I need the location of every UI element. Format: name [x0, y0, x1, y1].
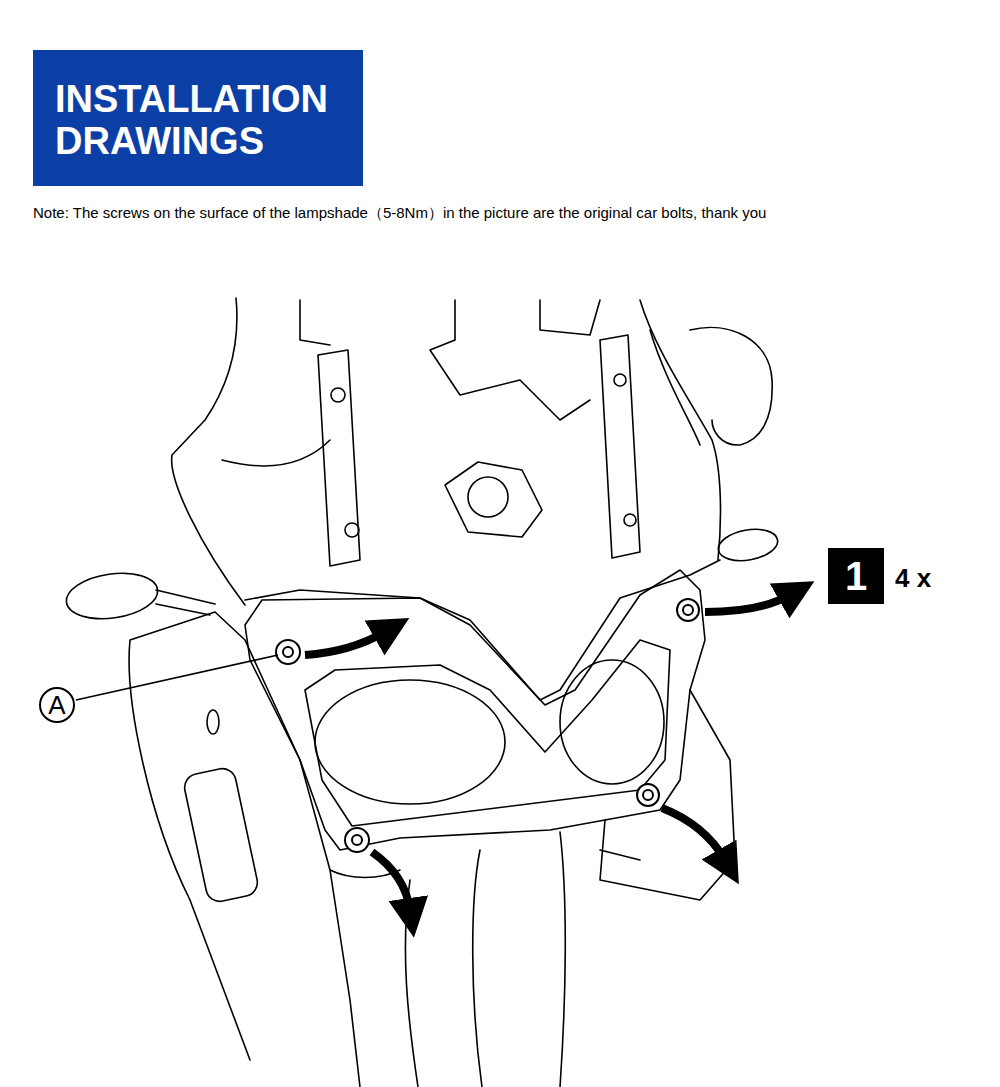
headlight-right: [560, 660, 664, 784]
bolt: [643, 790, 653, 800]
bracket-hole: [614, 374, 626, 386]
bolts: [276, 599, 699, 852]
bolt: [683, 605, 693, 615]
fairing-hole: [207, 710, 219, 734]
bolt: [637, 784, 659, 806]
windscreen-inner: [222, 300, 700, 466]
step-number: 1: [845, 556, 867, 596]
fairing-right: [600, 690, 735, 900]
headlight-frame-inner: [305, 640, 670, 826]
fork-lines: [330, 832, 565, 1087]
quantity-label: 4 x: [895, 563, 931, 594]
removal-arrow: [372, 852, 410, 910]
bracket-left: [318, 350, 360, 566]
note-text: Note: The screws on the surface of the l…: [33, 204, 766, 223]
step-number-box: 1: [828, 548, 884, 604]
mirror-right: [690, 327, 772, 445]
callout-letter: A: [48, 692, 65, 718]
bolt: [352, 835, 362, 845]
fairing-left: [129, 612, 360, 1087]
headlight-frame: [245, 570, 705, 850]
removal-arrow: [305, 632, 385, 655]
title-text: INSTALLATION DRAWINGS: [55, 78, 355, 162]
headlight-left: [315, 680, 505, 804]
bracket-right: [600, 335, 640, 558]
removal-arrow: [705, 595, 790, 612]
leader-line: [76, 655, 278, 700]
bracket-hole: [345, 523, 359, 537]
removal-arrows: [305, 595, 790, 910]
callout-circle: A: [39, 687, 75, 723]
bracket-hole: [624, 514, 636, 526]
title-band: [33, 50, 363, 186]
removal-arrow: [662, 808, 725, 860]
turn-signal-right: [716, 525, 780, 565]
center-hole: [468, 477, 508, 517]
turn-signal-stalk: [156, 590, 215, 615]
fairing-slot: [182, 766, 260, 904]
bolt: [677, 599, 699, 621]
bolt: [345, 828, 369, 852]
line-art: [63, 298, 780, 1087]
turn-signal-left: [63, 568, 160, 624]
center-plate: [445, 462, 542, 537]
bracket-hole: [331, 388, 345, 402]
bolt: [283, 647, 293, 657]
bolt: [276, 640, 300, 664]
windscreen-left: [172, 298, 245, 605]
